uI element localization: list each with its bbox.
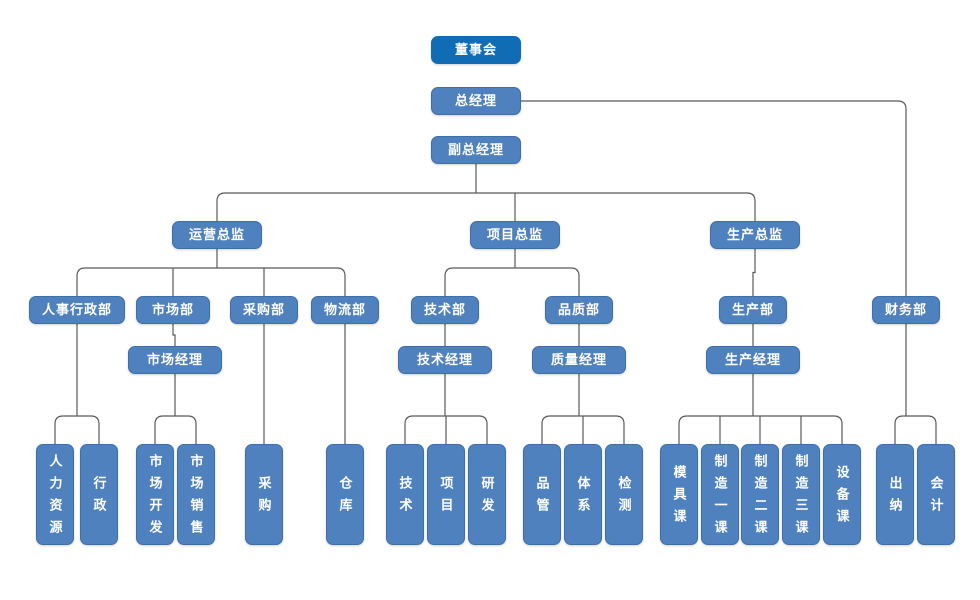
org-node-label: 人事行政部 (41, 301, 112, 317)
org-node-mkt_mgr[interactable]: 市场经理 (128, 346, 222, 374)
org-node-leaf_equip[interactable]: 设备课 (823, 444, 861, 545)
org-node-leaf_tech[interactable]: 技术 (386, 444, 424, 545)
org-node-leaf_mktdev[interactable]: 市场开发 (136, 444, 174, 545)
org-node-label: 物流部 (323, 301, 366, 317)
org-node-leaf_cash[interactable]: 出纳 (876, 444, 914, 545)
org-node-label: 运营总监 (188, 226, 245, 242)
org-node-label: 项目 (438, 475, 454, 520)
org-node-qa_dept[interactable]: 品质部 (545, 296, 613, 324)
org-node-tech_mgr[interactable]: 技术经理 (398, 346, 492, 374)
org-node-label: 设备课 (834, 464, 850, 531)
org-node-label: 研发 (479, 475, 495, 520)
org-node-gm[interactable]: 总经理 (431, 87, 521, 115)
org-node-dgm[interactable]: 副总经理 (431, 136, 521, 164)
org-node-leaf_qc[interactable]: 品管 (523, 444, 561, 545)
org-node-fin_dept[interactable]: 财务部 (872, 296, 940, 324)
org-node-label: 品管 (534, 475, 550, 520)
org-node-leaf_mold[interactable]: 模具课 (660, 444, 698, 545)
org-node-leaf_mfg2[interactable]: 制造二课 (741, 444, 779, 545)
org-node-label: 采购 (256, 475, 272, 520)
org-node-label: 采购部 (242, 301, 285, 317)
org-node-label: 仓库 (337, 475, 353, 520)
org-node-label: 人力资源 (47, 453, 63, 542)
org-node-ops_dir[interactable]: 运营总监 (172, 221, 262, 249)
org-node-mkt_dept[interactable]: 市场部 (136, 296, 210, 324)
org-node-label: 项目总监 (486, 226, 543, 242)
org-node-leaf_sys[interactable]: 体系 (564, 444, 602, 545)
org-node-log_dept[interactable]: 物流部 (311, 296, 379, 324)
org-node-leaf_mktsale[interactable]: 市场销售 (177, 444, 215, 545)
org-node-label: 生产部 (731, 301, 774, 317)
org-node-label: 生产经理 (724, 351, 781, 367)
org-node-label: 出纳 (887, 475, 903, 520)
org-node-label: 生产总监 (726, 226, 783, 242)
org-node-leaf_mfg1[interactable]: 制造一课 (701, 444, 739, 545)
org-node-leaf_admin[interactable]: 行政 (80, 444, 118, 545)
org-node-leaf_wh[interactable]: 仓库 (326, 444, 364, 545)
org-node-label: 市场开发 (147, 453, 163, 542)
org-node-tech_dept[interactable]: 技术部 (411, 296, 479, 324)
org-node-proj_dir[interactable]: 项目总监 (470, 221, 560, 249)
org-node-prod_mgr[interactable]: 生产经理 (706, 346, 800, 374)
org-node-label: 市场部 (151, 301, 194, 317)
org-node-label: 模具课 (671, 464, 687, 531)
org-node-leaf_acct[interactable]: 会计 (917, 444, 955, 545)
org-node-leaf_hr[interactable]: 人力资源 (36, 444, 74, 545)
org-node-label: 制造二课 (752, 453, 768, 542)
org-node-label: 董事会 (454, 41, 497, 57)
org-node-leaf_rd[interactable]: 研发 (468, 444, 506, 545)
org-node-hr_dept[interactable]: 人事行政部 (29, 296, 125, 324)
org-node-label: 副总经理 (447, 141, 504, 157)
org-node-label: 检测 (616, 475, 632, 520)
org-node-board[interactable]: 董事会 (431, 36, 521, 64)
org-node-label: 体系 (575, 475, 591, 520)
org-node-label: 市场销售 (188, 453, 204, 542)
org-node-leaf_insp[interactable]: 检测 (605, 444, 643, 545)
org-node-leaf_proj[interactable]: 项目 (427, 444, 465, 545)
org-node-qa_mgr[interactable]: 质量经理 (532, 346, 626, 374)
org-node-label: 市场经理 (146, 351, 203, 367)
org-node-prod_dir[interactable]: 生产总监 (710, 221, 800, 249)
org-node-label: 品质部 (557, 301, 600, 317)
org-node-label: 财务部 (884, 301, 927, 317)
org-node-leaf_pur[interactable]: 采购 (245, 444, 283, 545)
org-node-label: 制造一课 (712, 453, 728, 542)
org-node-label: 技术经理 (416, 351, 473, 367)
org-node-prod_dept[interactable]: 生产部 (719, 296, 787, 324)
org-node-label: 行政 (91, 475, 107, 520)
org-node-leaf_mfg3[interactable]: 制造三课 (782, 444, 820, 545)
org-node-label: 会计 (928, 475, 944, 520)
org-node-pur_dept[interactable]: 采购部 (230, 296, 298, 324)
org-node-label: 质量经理 (550, 351, 607, 367)
org-node-label: 技术部 (423, 301, 466, 317)
org-node-label: 总经理 (454, 92, 497, 108)
org-node-label: 制造三课 (793, 453, 809, 542)
org-node-label: 技术 (397, 475, 413, 520)
